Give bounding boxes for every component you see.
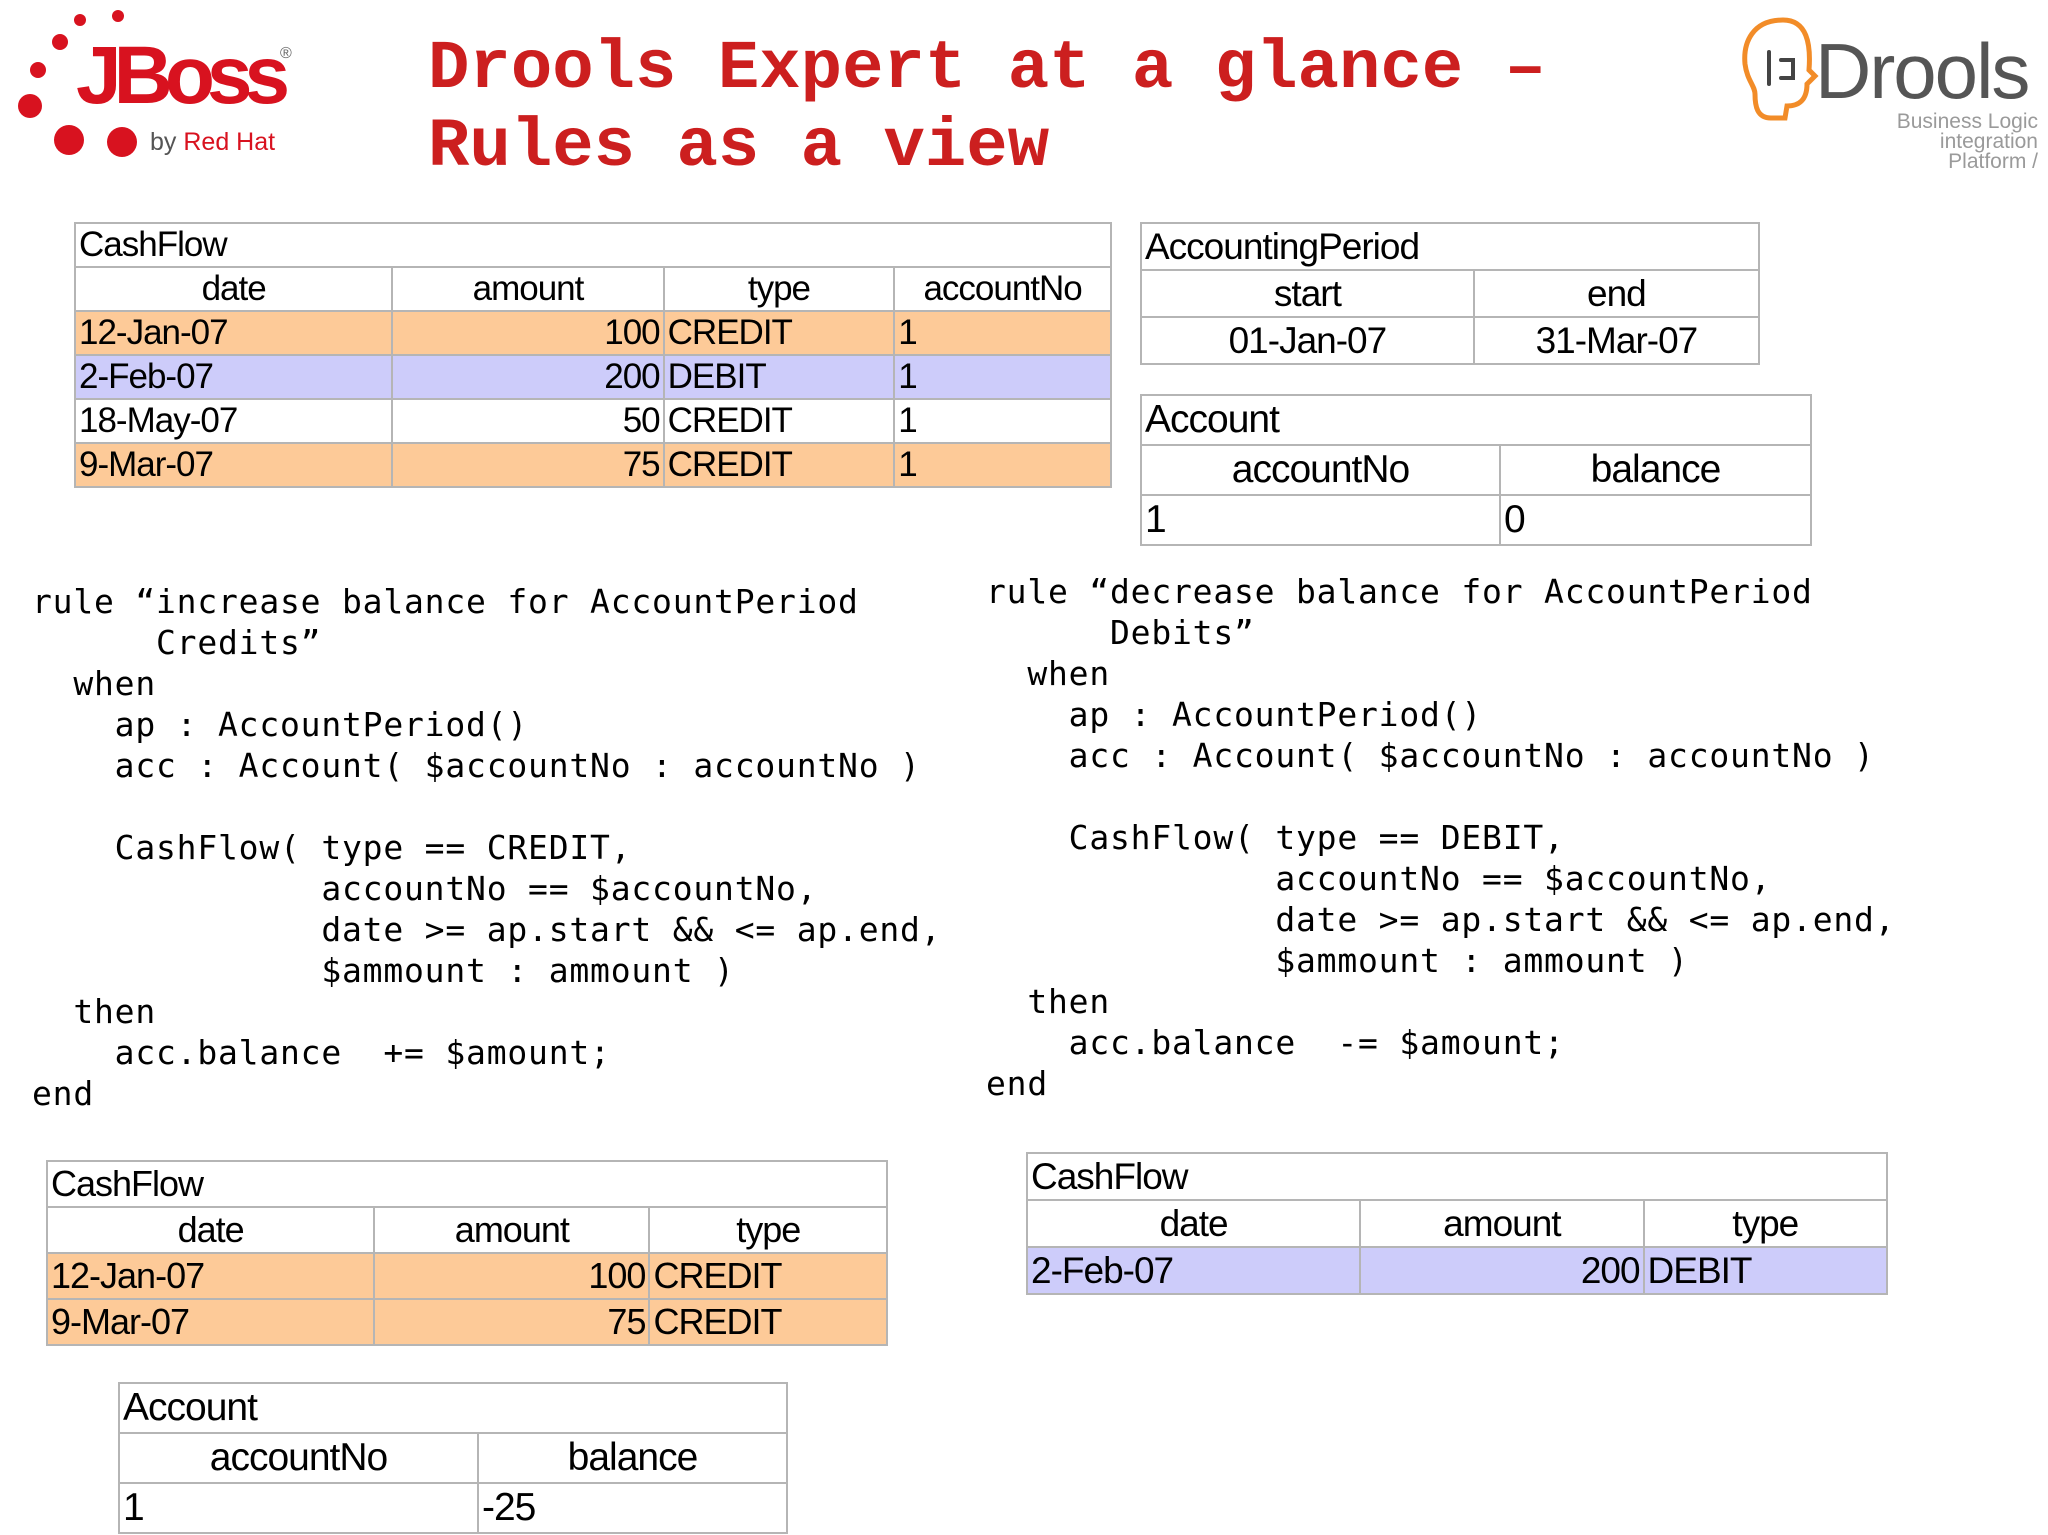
table-caption: CashFlow (74, 222, 1112, 268)
cell-amount: 100 (391, 310, 665, 356)
drools-brand-text: Drools (1815, 27, 2028, 115)
cell-amount: 50 (391, 398, 665, 444)
column-header-date: date (1025, 1199, 1362, 1248)
cell-end: 31-Mar-07 (1472, 316, 1761, 365)
column-header-date: date (45, 1206, 376, 1254)
table-row: 18-May-07 50 CREDIT 1 (73, 398, 1112, 444)
drools-logo: Drools Business Logic integration Platfo… (1742, 17, 2038, 173)
column-header-account-no: accountNo (893, 266, 1112, 312)
cell-account-no: 1 (893, 442, 1112, 488)
account-result-table: Account accountNo balance 1 -25 (118, 1382, 789, 1534)
column-header-type: type (1642, 1199, 1889, 1248)
cashflow-debits-table: CashFlow date amount type 2-Feb-07 200 D… (1025, 1152, 1889, 1295)
column-header-balance: balance (476, 1432, 789, 1484)
table-caption: CashFlow (1026, 1152, 1888, 1201)
column-header-type: type (648, 1206, 888, 1254)
cell-balance: 0 (1498, 494, 1813, 546)
cell-date: 18-May-07 (73, 398, 394, 444)
column-header-amount: amount (391, 266, 665, 312)
table-row: 1 -25 (118, 1482, 789, 1534)
cell-type: CREDIT (662, 310, 896, 356)
cell-date: 9-Mar-07 (45, 1298, 376, 1346)
table-row: 12-Jan-07 100 CREDIT (45, 1252, 888, 1300)
table-row: 2-Feb-07 200 DEBIT 1 (73, 354, 1112, 400)
cell-account-no: 1 (1140, 494, 1501, 546)
jboss-logo: JBoss ® by Red Hat (18, 10, 296, 157)
rule-decrease-balance-code: rule “decrease balance for AccountPeriod… (986, 572, 1896, 1103)
table-caption: AccountingPeriod (1140, 222, 1760, 271)
cell-date: 12-Jan-07 (45, 1252, 376, 1300)
cell-account-no: 1 (893, 398, 1112, 444)
svg-text:by Red Hat: by Red Hat (150, 128, 275, 156)
jboss-brand-text: JBoss (76, 30, 288, 121)
cell-balance: -25 (476, 1482, 789, 1534)
cell-amount: 200 (1359, 1246, 1645, 1295)
cell-amount: 75 (391, 442, 665, 488)
table-row: 2-Feb-07 200 DEBIT (1025, 1246, 1889, 1295)
slide-title: Drools Expert at a glance – Rules as a v… (428, 30, 1546, 186)
svg-text:integration: integration (1940, 130, 2038, 153)
table-row: 9-Mar-07 75 CREDIT (45, 1298, 888, 1346)
table-caption: CashFlow (46, 1160, 888, 1208)
cell-amount: 75 (373, 1298, 651, 1346)
column-header-balance: balance (1498, 444, 1813, 496)
table-caption: Account (1140, 394, 1812, 446)
cell-account-no: 1 (893, 310, 1112, 356)
cell-type: CREDIT (662, 398, 896, 444)
cell-date: 12-Jan-07 (73, 310, 394, 356)
cell-type: DEBIT (1642, 1246, 1889, 1295)
column-header-amount: amount (1359, 1199, 1645, 1248)
cashflow-table: CashFlow date amount type accountNo 12-J… (73, 222, 1112, 488)
accounting-period-table: AccountingPeriod start end 01-Jan-07 31-… (1140, 222, 1761, 365)
table-row: 9-Mar-07 75 CREDIT 1 (73, 442, 1112, 488)
cell-type: CREDIT (648, 1252, 888, 1300)
cell-start: 01-Jan-07 (1140, 316, 1475, 365)
cell-date: 2-Feb-07 (73, 354, 394, 400)
cell-account-no: 1 (893, 354, 1112, 400)
cashflow-credits-table: CashFlow date amount type 12-Jan-07 100 … (45, 1160, 888, 1346)
table-row: 01-Jan-07 31-Mar-07 (1140, 316, 1761, 365)
column-header-amount: amount (373, 1206, 651, 1254)
column-header-account-no: accountNo (118, 1432, 479, 1484)
column-header-end: end (1472, 269, 1761, 318)
svg-text:®: ® (280, 45, 292, 62)
table-caption: Account (118, 1382, 788, 1434)
column-header-type: type (662, 266, 896, 312)
column-header-start: start (1140, 269, 1475, 318)
column-header-account-no: accountNo (1140, 444, 1501, 496)
cell-amount: 200 (391, 354, 665, 400)
cell-account-no: 1 (118, 1482, 479, 1534)
cell-date: 2-Feb-07 (1025, 1246, 1362, 1295)
cell-date: 9-Mar-07 (73, 442, 394, 488)
drools-head-icon (1742, 17, 1819, 121)
rule-increase-balance-code: rule “increase balance for AccountPeriod… (32, 582, 942, 1113)
column-header-date: date (73, 266, 394, 312)
table-row: 12-Jan-07 100 CREDIT 1 (73, 310, 1112, 356)
svg-text:Platform /: Platform / (1948, 150, 2038, 173)
account-table: Account accountNo balance 1 0 (1140, 394, 1813, 546)
cell-amount: 100 (373, 1252, 651, 1300)
table-row: 1 0 (1140, 494, 1813, 546)
cell-type: CREDIT (648, 1298, 888, 1346)
cell-type: DEBIT (662, 354, 896, 400)
svg-text:Business Logic: Business Logic (1897, 110, 2038, 133)
cell-type: CREDIT (662, 442, 896, 488)
